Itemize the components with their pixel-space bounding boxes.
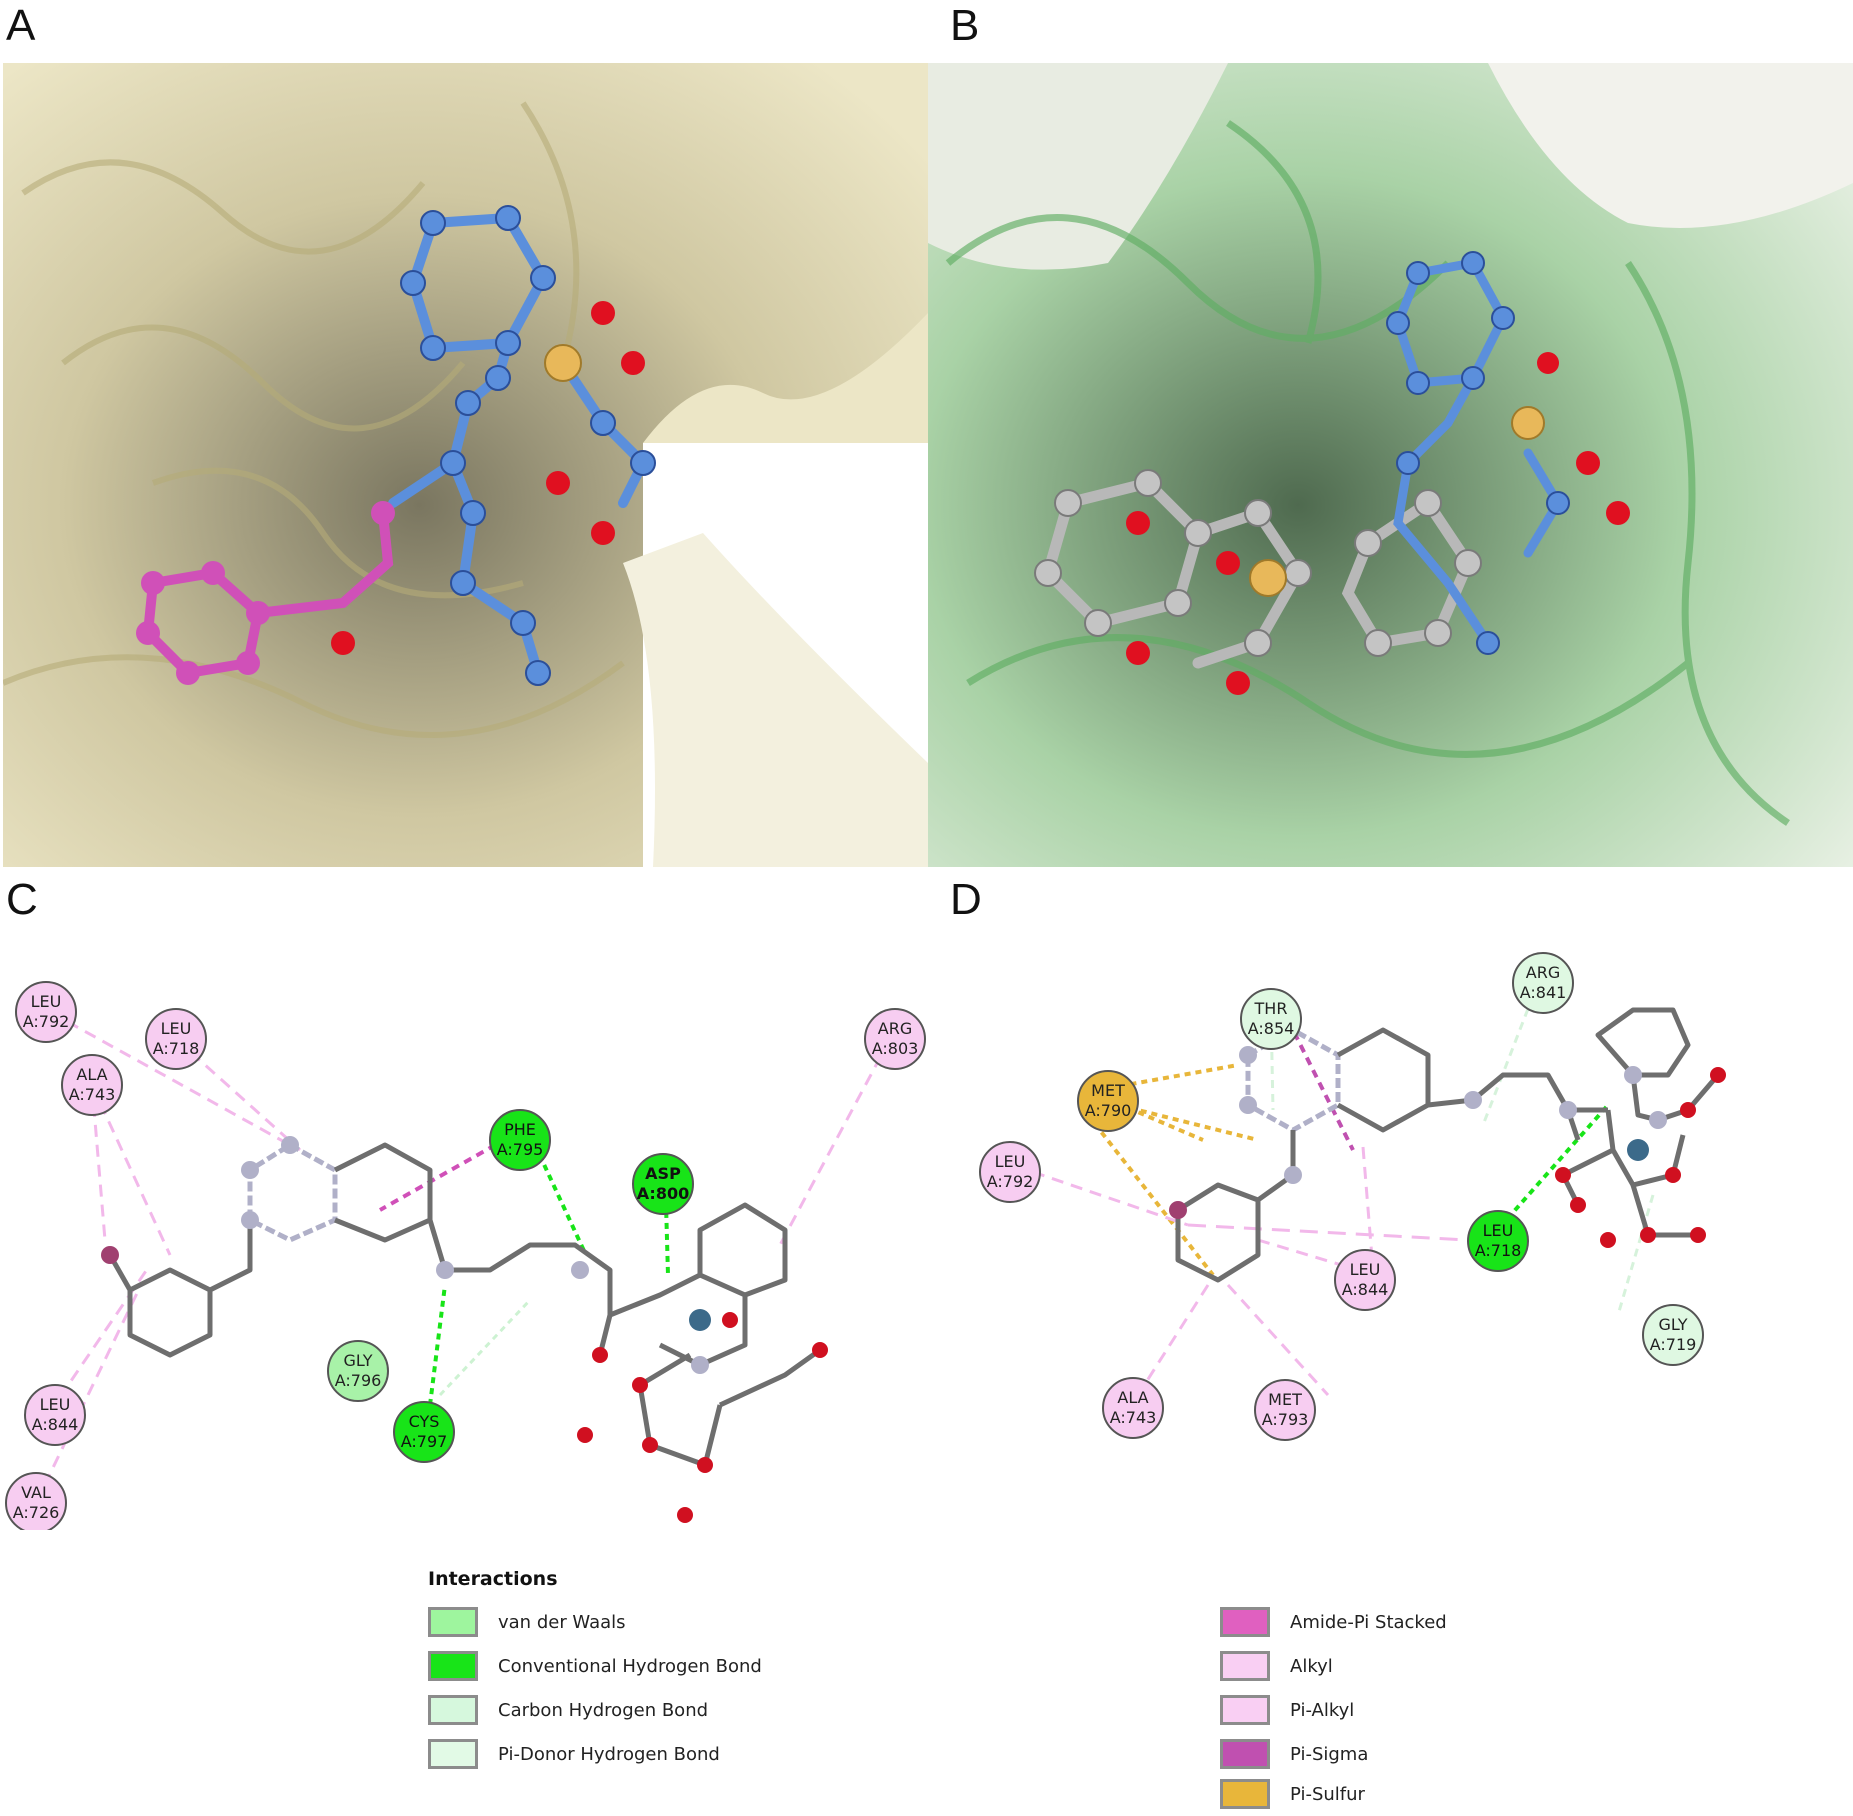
legend-swatch bbox=[428, 1607, 478, 1637]
residue-id: A:800 bbox=[637, 1184, 689, 1203]
legend-item: Pi-Alkyl bbox=[1220, 1692, 1354, 1728]
panel-letter-a: A bbox=[6, 1, 36, 50]
interaction-diagram-d: THR A:854 ARG A:841 MET A:790 LEU A:792 … bbox=[979, 952, 1726, 1441]
residue-node: LEU A:844 bbox=[1334, 1249, 1396, 1311]
residue-id: A:844 bbox=[1342, 1280, 1389, 1299]
legend-item: van der Waals bbox=[428, 1604, 626, 1640]
residue-node: ALA A:743 bbox=[61, 1054, 123, 1116]
panel-letter-d: D bbox=[950, 875, 982, 924]
docking-render-b bbox=[928, 63, 1853, 867]
residue-node: ARG A:841 bbox=[1512, 952, 1574, 1014]
legend-label: Alkyl bbox=[1290, 1655, 1333, 1677]
residue-id: A:844 bbox=[32, 1415, 79, 1434]
residue-node: THR A:854 bbox=[1240, 988, 1302, 1050]
legend-swatch bbox=[428, 1739, 478, 1769]
residue-id: A:726 bbox=[13, 1503, 60, 1522]
residue-node: ARG A:803 bbox=[864, 1008, 926, 1070]
residue-node: ASP A:800 bbox=[632, 1153, 694, 1215]
residue-id: A:792 bbox=[23, 1012, 70, 1031]
residue-name: ARG bbox=[1526, 963, 1560, 982]
interaction-diagram-c: LEU A:792 LEU A:718 ALA A:743 PHE A:795 … bbox=[5, 981, 926, 1530]
residue-name: MET bbox=[1091, 1081, 1125, 1100]
legend-label: Amide-Pi Stacked bbox=[1290, 1611, 1447, 1633]
residue-name: LEU bbox=[1350, 1260, 1381, 1279]
residue-name: MET bbox=[1268, 1390, 1302, 1409]
legend-swatch bbox=[1220, 1651, 1270, 1681]
panel-letter-c: C bbox=[6, 875, 38, 924]
residue-id: A:795 bbox=[497, 1140, 544, 1159]
residue-node: MET A:790 bbox=[1077, 1070, 1139, 1132]
residue-name: CYS bbox=[409, 1412, 440, 1431]
residue-id: A:854 bbox=[1248, 1019, 1295, 1038]
residue-id: A:743 bbox=[69, 1085, 116, 1104]
residue-name: ASP bbox=[645, 1164, 681, 1183]
residue-node: LEU A:718 bbox=[145, 1008, 207, 1070]
legend-item: Amide-Pi Stacked bbox=[1220, 1604, 1447, 1640]
residue-id: A:797 bbox=[401, 1432, 448, 1451]
residue-id: A:803 bbox=[872, 1039, 919, 1058]
residue-id: A:790 bbox=[1085, 1101, 1132, 1120]
residue-node: LEU A:844 bbox=[24, 1384, 86, 1446]
residue-name: GLY bbox=[1659, 1315, 1688, 1334]
residue-name: LEU bbox=[31, 992, 62, 1011]
residue-name: ARG bbox=[878, 1019, 912, 1038]
residue-id: A:743 bbox=[1110, 1408, 1157, 1427]
panel-letter-b: B bbox=[950, 1, 980, 50]
residue-id: A:796 bbox=[335, 1371, 382, 1390]
legend-label: Pi-Donor Hydrogen Bond bbox=[498, 1743, 720, 1765]
residue-name: GLY bbox=[344, 1351, 373, 1370]
residue-id: A:719 bbox=[1650, 1335, 1697, 1354]
legend-item: Carbon Hydrogen Bond bbox=[428, 1692, 708, 1728]
residue-id: A:792 bbox=[987, 1172, 1034, 1191]
residue-node: ALA A:743 bbox=[1102, 1377, 1164, 1439]
residue-name: ALA bbox=[76, 1065, 107, 1084]
residue-node: GLY A:719 bbox=[1642, 1304, 1704, 1366]
residue-id: A:718 bbox=[153, 1039, 200, 1058]
residue-node: LEU A:718 bbox=[1467, 1210, 1529, 1272]
legend-item: Alkyl bbox=[1220, 1648, 1333, 1684]
legend-title: Interactions bbox=[428, 1568, 558, 1590]
residue-name: THR bbox=[1254, 999, 1288, 1018]
residue-name: LEU bbox=[1483, 1221, 1514, 1240]
residue-name: PHE bbox=[504, 1120, 536, 1139]
residue-id: A:841 bbox=[1520, 983, 1567, 1002]
legend-label: Pi-Sigma bbox=[1290, 1743, 1369, 1765]
legend-item: Pi-Sulfur bbox=[1220, 1776, 1365, 1812]
residue-node: VAL A:726 bbox=[5, 1472, 67, 1530]
residue-node: GLY A:796 bbox=[327, 1340, 389, 1402]
residue-id: A:718 bbox=[1475, 1241, 1522, 1260]
legend-label: van der Waals bbox=[498, 1611, 626, 1633]
legend-swatch bbox=[1220, 1739, 1270, 1769]
residue-node: LEU A:792 bbox=[15, 981, 77, 1043]
legend-label: Pi-Alkyl bbox=[1290, 1699, 1355, 1721]
residue-name: ALA bbox=[1117, 1388, 1148, 1407]
residue-name: LEU bbox=[995, 1152, 1026, 1171]
residue-name: LEU bbox=[40, 1395, 71, 1414]
legend-label: Carbon Hydrogen Bond bbox=[498, 1699, 709, 1721]
legend-label: Pi-Sulfur bbox=[1290, 1783, 1365, 1805]
legend-item: Pi-Sigma bbox=[1220, 1736, 1368, 1772]
residue-name: VAL bbox=[21, 1483, 51, 1502]
legend-item: Pi-Donor Hydrogen Bond bbox=[428, 1736, 720, 1772]
residue-id: A:793 bbox=[1262, 1410, 1309, 1429]
legend-swatch bbox=[428, 1651, 478, 1681]
residue-node: PHE A:795 bbox=[489, 1109, 551, 1171]
residue-name: LEU bbox=[161, 1019, 192, 1038]
legend-swatch bbox=[428, 1695, 478, 1725]
legend-swatch bbox=[1220, 1607, 1270, 1637]
residue-node: MET A:793 bbox=[1254, 1379, 1316, 1441]
residue-node: CYS A:797 bbox=[393, 1401, 455, 1463]
residue-node: LEU A:792 bbox=[979, 1141, 1041, 1203]
legend-swatch bbox=[1220, 1695, 1270, 1725]
legend-item: Conventional Hydrogen Bond bbox=[428, 1648, 762, 1684]
legend-swatch bbox=[1220, 1779, 1270, 1809]
docking-render-a bbox=[3, 63, 928, 867]
legend-label: Conventional Hydrogen Bond bbox=[498, 1655, 762, 1677]
